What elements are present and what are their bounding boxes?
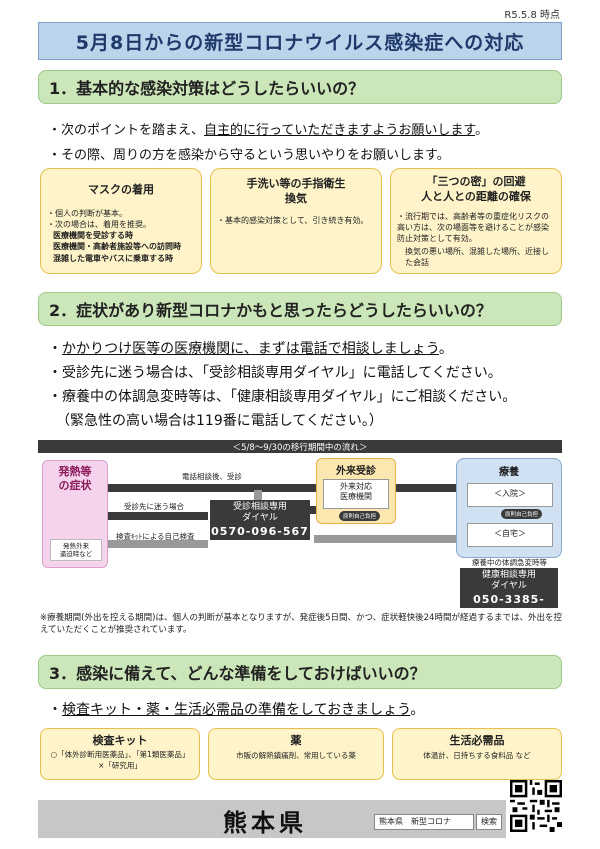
hand-title2: 換気 — [285, 191, 307, 205]
mask-item1: 医療機関を受診する時 — [53, 231, 133, 241]
arrow-call — [108, 484, 316, 492]
text: 健康相談専用 — [481, 570, 536, 580]
medicine-box: 薬 市販の解熱鎮痛剤、常用している薬 — [208, 728, 384, 780]
sec2-line2: ・受診先に迷う場合は、「受診相談専用ダイヤル」に電話してください。 — [48, 365, 502, 381]
health-dial-box: 健康相談専用 ダイヤル 050-3385-9120 — [460, 568, 558, 619]
text: ×「研究用」 — [98, 760, 142, 770]
arrow-self-test — [108, 540, 208, 548]
label-sudden-change: 療養中の体調急変時等 — [472, 558, 547, 567]
search-button: 検索 — [476, 814, 502, 830]
dist-text1: ・流行期では、高齢者等の重症化リスクの高い方は、次の場面等を避けることが感染防止… — [397, 211, 549, 244]
test-kit-title: 検査キット — [92, 734, 148, 747]
health-phone: 050-3385-9120 — [473, 592, 545, 619]
date-stamp: R5.5.8 時点 — [504, 10, 560, 21]
text: ・ — [48, 341, 62, 357]
arrow-unsure — [108, 512, 208, 520]
consultation-dial-box: 受診相談専用 ダイヤル 0570-096-567 — [210, 500, 310, 540]
text: 受診相談専用 — [232, 502, 287, 512]
dist-text2: 換気の悪い場所、混雑した場所、近接した会話 — [405, 247, 549, 268]
label-call-then-visit: 電話相談後、受診 — [182, 472, 242, 481]
sec1-line1: ・次のポイントを踏まえ、自主的に行っていただきますようお願いします。 — [48, 119, 488, 138]
text: ○「体外診断用医薬品」、「第1類医薬品」 — [50, 750, 190, 759]
mask-text1: ・個人の判断が基本。 — [47, 208, 127, 218]
consultation-phone: 0570-096-567 — [211, 524, 309, 538]
underlined-text: かかりつけ医等の医療機関に、まずは電話で相談しましょう — [62, 341, 439, 357]
footer: 熊本県 熊本県 新型コロナ 検索 — [38, 800, 506, 838]
mask-item3: 混雑した電車やバスに乗車する時 — [53, 253, 173, 263]
symptom-box: 発熱等 の症状 発熱外来 逼迫時など — [42, 460, 108, 568]
necessities-text: 体温計、日持ちする食料品 など — [423, 751, 531, 760]
self-pay-badge: 原則自己負担 — [339, 511, 381, 521]
underlined-text: 検査キット・薬・生活必需品の準備をしておきましょう — [62, 702, 411, 718]
text: ・ — [48, 702, 62, 718]
search-box: 熊本県 新型コロナ — [374, 814, 474, 830]
mask-box: マスクの着用 ・個人の判断が基本。 ・次の場合は、着用を推奨。 医療機関を受診す… — [40, 168, 202, 274]
distance-box: 「三つの密」の回避 人と人との距離の確保 ・流行期では、高齢者等の重症化リスクの… — [390, 168, 562, 274]
text: ・次のポイントを踏まえ、 — [48, 123, 205, 138]
sec1-line2: ・その際、周りの方を感染から守るという思いやりをお願いします。 — [48, 148, 450, 163]
hand-title1: 手洗い等の手指衛生 — [246, 177, 346, 190]
symptom-title1: 発熱等 — [58, 465, 92, 478]
page-title: 5月8日からの新型コロナウイルス感染症への対応 — [38, 22, 562, 60]
medicine-title: 薬 — [290, 734, 302, 747]
underlined-text: 自主的に行っていただきますようお願いします — [204, 123, 476, 138]
text: 。 — [475, 123, 489, 138]
arrow-self-test-to-home — [314, 535, 456, 543]
section1-heading: 1．基本的な感染対策はどうしたらいいの？ — [38, 70, 562, 104]
self-pay-badge-2: 原則自己負担 — [501, 509, 543, 519]
outpatient-box: 外来受診 外来対応 医療機関 原則自己負担 — [316, 458, 396, 524]
mask-item2: 医療機関・高齢者施設等への訪問時 — [53, 242, 181, 252]
sec2-line3: ・療養中の体調急変時等は、「健康相談専用ダイヤル」にご相談ください。 — [48, 389, 517, 405]
medicine-text: 市販の解熱鎮痛剤、常用している薬 — [236, 751, 356, 760]
text: 。 — [438, 341, 453, 357]
arrow-to-ryoyo — [396, 484, 456, 492]
recovery-period-note: ※療養期間(外出を控える期間)は、個人の判断が基本となりますが、発症後5日間、か… — [40, 613, 562, 636]
outpatient-facility: 外来対応 医療機関 — [323, 479, 389, 509]
text: ダイヤル — [491, 581, 527, 592]
symptom-title2: の症状 — [58, 479, 92, 493]
arrow-up-to-call — [254, 490, 262, 502]
flow-period-bar: ＜5/8～9/30の移行期間中の流れ＞ — [38, 440, 562, 453]
necessities-box: 生活必需品 体温計、日持ちする食料品 など — [392, 728, 562, 780]
recovery-box: 療養 ＜入院＞ 原則自己負担 ＜自宅＞ — [456, 458, 562, 558]
hospitalization-box: ＜入院＞ — [467, 483, 553, 507]
section2-heading: 2．症状があり新型コロナかもと思ったらどうしたらいいの？ — [38, 292, 562, 326]
text: 逼迫時など — [59, 550, 93, 559]
sec2-line1: ・かかりつけ医等の医療機関に、まずは電話で相談しましょう。 — [48, 338, 453, 358]
dist-title2: 人と人との距離の確保 — [421, 189, 531, 203]
fever-clinic-note: 発熱外来 逼迫時など — [50, 539, 102, 561]
section3-heading: 3．感染に備えて、どんな準備をしておけばいいの？ — [38, 655, 562, 689]
label-self-test: 検査ｷｯﾄによる自己検査 — [116, 532, 195, 541]
text: 外来対応 — [340, 482, 372, 491]
test-kit-box: 検査キット ○「体外診断用医薬品」、「第1類医薬品」 ×「研究用」 — [40, 728, 200, 780]
home-recovery-box: ＜自宅＞ — [467, 523, 553, 547]
text: ダイヤル — [242, 513, 278, 524]
text: 。 — [410, 702, 425, 718]
recovery-title: 療養 — [499, 467, 519, 478]
text: 発熱外来 — [63, 542, 89, 550]
outpatient-title: 外来受診 — [336, 466, 376, 477]
hand-hygiene-box: 手洗い等の手指衛生 換気 ・基本的感染対策として、引き続き有効。 — [210, 168, 382, 274]
necessities-title: 生活必需品 — [449, 734, 505, 747]
sec3-line1: ・検査キット・薬・生活必需品の準備をしておきましょう。 — [48, 699, 424, 719]
mask-title: マスクの着用 — [88, 183, 154, 196]
label-unsure: 受診先に迷う場合 — [124, 502, 184, 511]
mask-text2: ・次の場合は、着用を推奨。 — [47, 220, 151, 230]
hand-text: ・基本的感染対策として、引き続き有効。 — [217, 215, 369, 225]
text: 医療機関 — [340, 492, 372, 502]
sec2-line4: （緊急性の高い場合は119番に電話してください。） — [56, 413, 383, 429]
dist-title1: 「三つの密」の回避 — [426, 175, 526, 188]
prefecture-name: 熊本県 — [223, 809, 307, 837]
qr-code-icon — [510, 780, 562, 832]
